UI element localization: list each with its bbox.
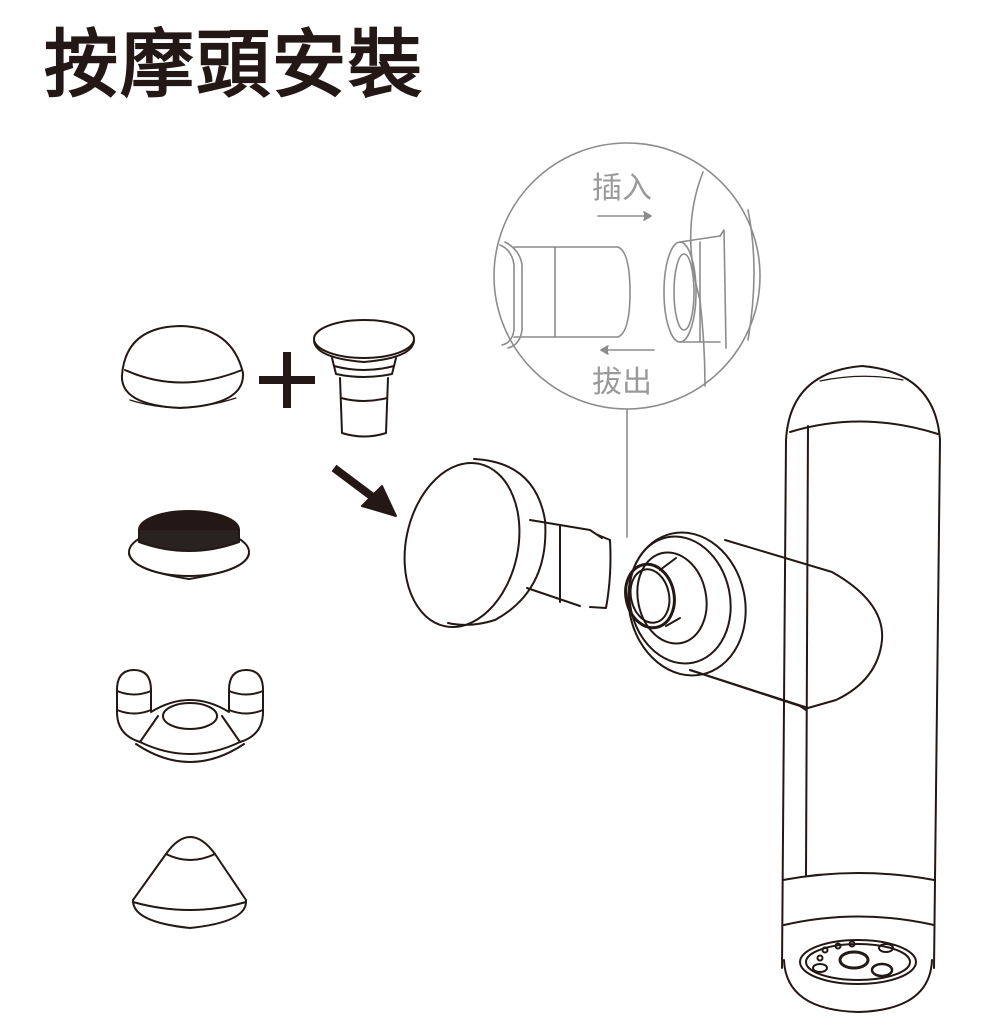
plus-icon (259, 352, 315, 408)
page-title: 按摩頭安裝 (44, 22, 424, 108)
remove-label: 拔出 (592, 365, 652, 400)
remove-arrow-icon (600, 345, 655, 355)
large-round-head (403, 458, 612, 629)
round-head-cap (120, 325, 245, 409)
brush-head (128, 510, 250, 580)
insert-label: 插入 (592, 171, 652, 206)
fork-head (116, 669, 264, 763)
detail-callout: 插入 拔出 (493, 142, 761, 538)
bullet-head (131, 836, 248, 929)
assembly-arrow-icon (331, 464, 397, 517)
adapter-shaft (313, 319, 415, 438)
insert-arrow-icon (597, 211, 652, 221)
massage-gun-body (624, 365, 941, 1013)
